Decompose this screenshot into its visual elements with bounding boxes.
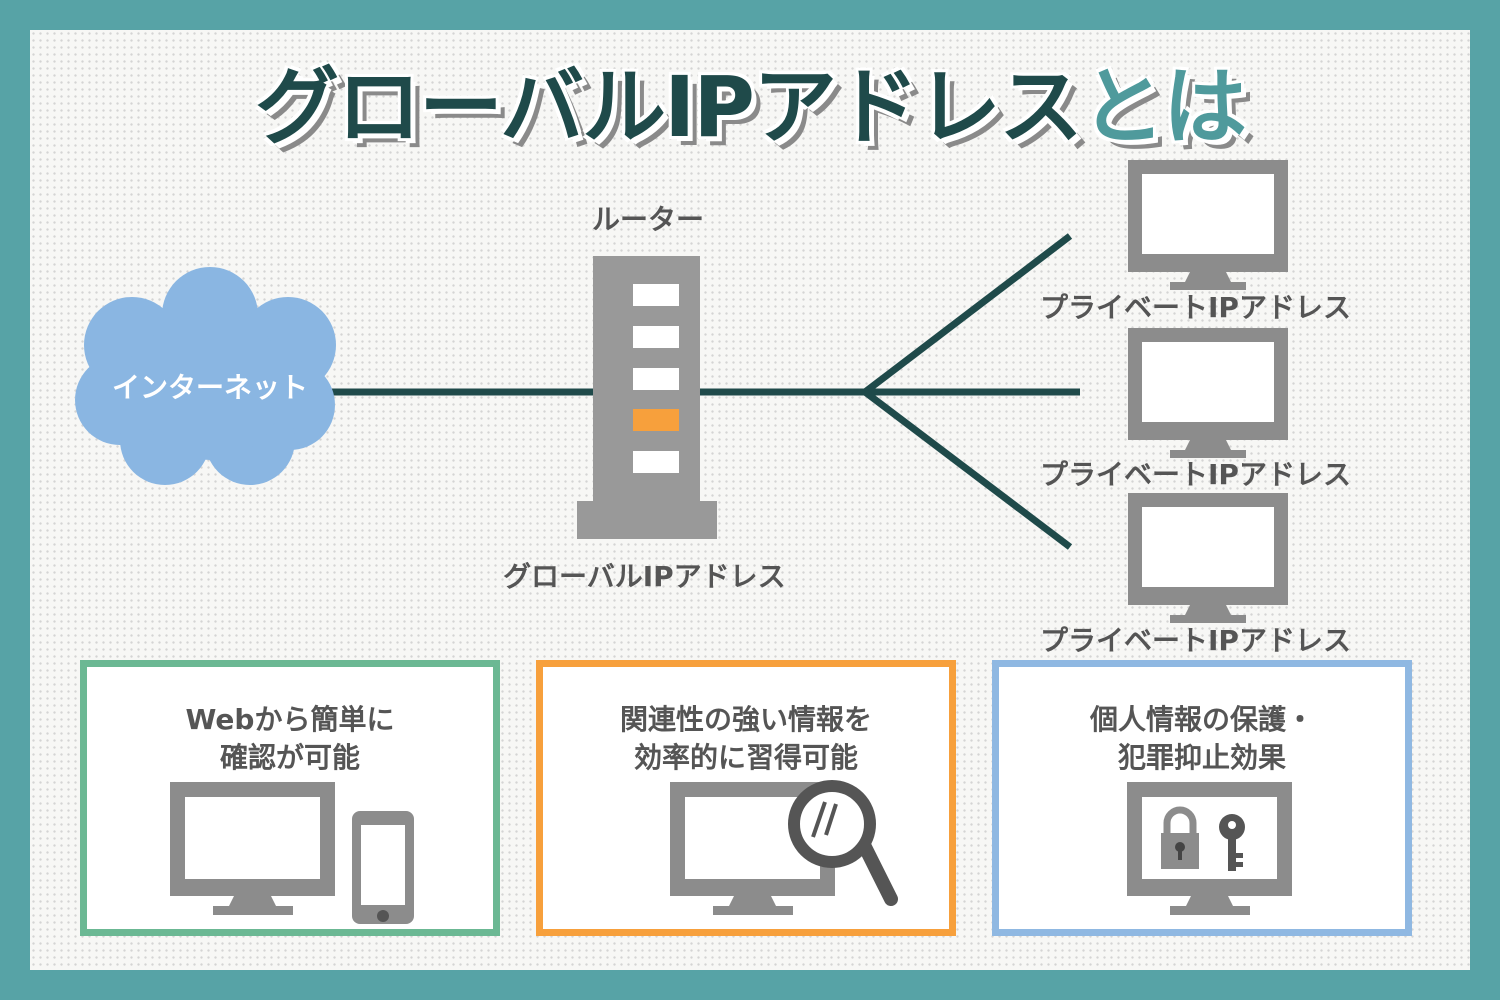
card-line: Webから簡単に [185,703,395,736]
internet-label: インターネット [111,371,308,404]
title-accent: とは [1080,58,1247,156]
global-ip-label: グローバルIPアドレス [503,560,786,593]
card-text: Webから簡単に 確認が可能 [87,701,493,777]
card-line: 個人情報の保護・ [1089,703,1314,736]
feature-card-web-check: Webから簡単に 確認が可能 [80,660,500,936]
feature-card-efficient-info: 関連性の強い情報を 効率的に習得可能 [536,660,956,936]
card-text: 個人情報の保護・ 犯罪抑止効果 [999,701,1405,777]
router-icon [577,256,717,539]
monitor-magnifier-icon [670,780,898,915]
pc-monitor-icon [1128,328,1288,458]
branch-line-top [862,233,1073,395]
page-title: グローバルIPアドレスとは [0,40,1500,161]
router-label: ルーター [592,203,705,236]
pc-monitor-icon [1128,493,1288,623]
cloud-icon [75,267,336,485]
card-line: 確認が可能 [219,741,360,774]
title-main: グローバルIPアドレス [255,58,1083,156]
branch-line-bottom [862,389,1073,550]
private-ip-label: プライベートIPアドレス [1040,291,1351,324]
card-text: 関連性の強い情報を 効率的に習得可能 [543,701,949,777]
private-ip-label: プライベートIPアドレス [1040,624,1351,657]
card-line: 犯罪抑止効果 [1117,741,1286,774]
private-ip-label: プライベートIPアドレス [1040,458,1351,491]
card-line: 効率的に習得可能 [633,741,858,774]
monitor-lock-key-icon [1127,782,1292,915]
monitor-smartphone-icon [170,782,414,924]
card-line: 関連性の強い情報を [619,703,872,736]
network-lines [325,233,1080,550]
feature-card-privacy: 個人情報の保護・ 犯罪抑止効果 [992,660,1412,936]
pc-monitor-icon [1128,160,1288,290]
